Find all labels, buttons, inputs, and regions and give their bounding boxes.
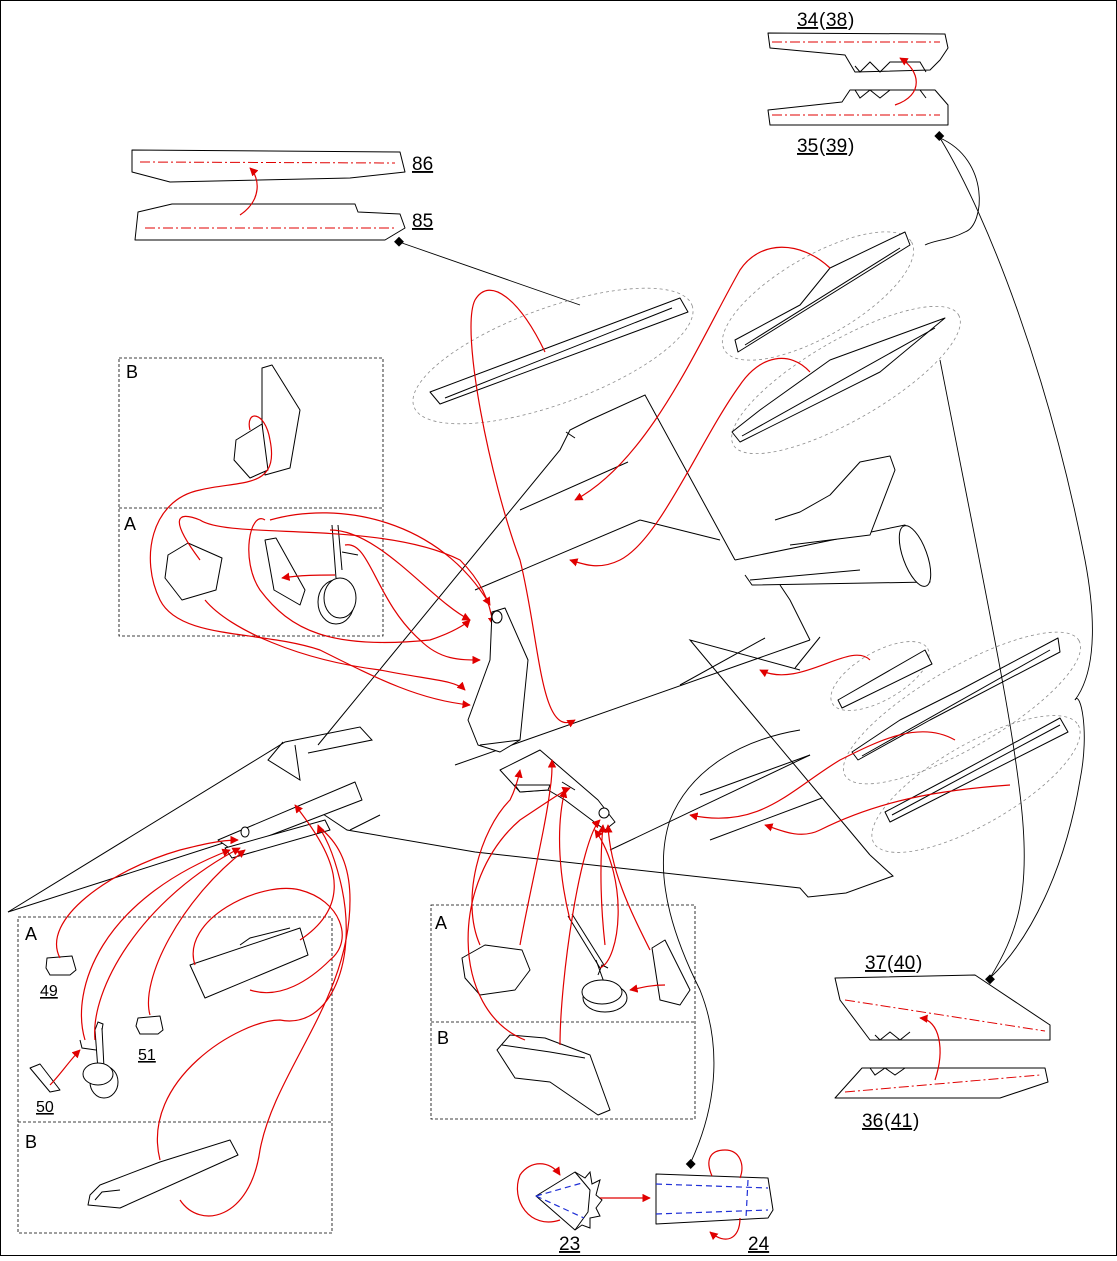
part-49 (45, 955, 77, 976)
part-34-38 (767, 32, 949, 73)
gear-bay-a (164, 524, 359, 625)
part-37-40 (834, 974, 1051, 1041)
halo-34-38 (721, 231, 915, 361)
section-upper-left-a: A (124, 514, 136, 534)
section-upper-left-b: B (126, 362, 138, 382)
leader-dot-24 (685, 1159, 696, 1169)
label-85: 85 (412, 211, 433, 232)
label-37: 37 (865, 953, 886, 974)
svg-text:): ) (848, 136, 854, 157)
part-51 (135, 1015, 164, 1035)
placed-85-86 (429, 297, 689, 405)
label-35: 35 (797, 136, 818, 157)
halo-85-86 (412, 287, 694, 425)
inset-lower-mid (430, 904, 696, 1120)
label-51: 51 (138, 1047, 156, 1064)
label-36: 36 (862, 1111, 883, 1132)
label-86: 86 (412, 154, 433, 175)
part-35-39 (767, 89, 949, 126)
part-50 (29, 1063, 61, 1093)
label-39: 39 (826, 136, 847, 157)
label-34: 34 (797, 10, 819, 31)
gear-door-b (87, 1139, 239, 1209)
placed-small-right (837, 649, 933, 709)
gear-door-large-b (496, 1034, 611, 1116)
halo-small-right (830, 641, 930, 711)
part-36-41 (834, 1067, 1049, 1099)
section-lower-mid-b: B (437, 1028, 449, 1048)
placed-main-gear (499, 749, 616, 831)
part-85 (134, 203, 406, 241)
leader-dot-85 (394, 236, 404, 247)
halo-35-39 (731, 305, 961, 455)
halo-36-41 (871, 715, 1081, 853)
part-86 (131, 149, 406, 183)
label-50: 50 (36, 1099, 54, 1116)
nose-gear-leg (79, 1021, 119, 1099)
leader-dot-37 (985, 974, 995, 985)
section-lower-mid-a: A (435, 913, 447, 933)
svg-text:): ) (913, 1111, 919, 1132)
main-gear-leg (567, 913, 628, 1013)
label-41: 41 (891, 1111, 912, 1132)
gear-door-a (189, 927, 309, 999)
gear-cover-a (461, 944, 531, 996)
svg-text:): ) (848, 10, 854, 31)
inset-lower-left (17, 916, 333, 1234)
label-24: 24 (748, 1234, 770, 1255)
gear-door-small-a (651, 939, 691, 1006)
airframe-outline (7, 394, 932, 913)
part-24 (655, 1173, 774, 1225)
label-49: 49 (40, 983, 58, 1000)
section-lower-left-b: B (25, 1132, 37, 1152)
placed-nose-gear (217, 781, 363, 859)
svg-text:): ) (916, 953, 922, 974)
svg-text:(: ( (887, 953, 894, 974)
placed-34-38 (734, 231, 911, 353)
svg-text:(: ( (884, 1111, 891, 1132)
label-23: 23 (559, 1234, 580, 1255)
wheel-bay-door-b (233, 364, 301, 479)
svg-text:(: ( (819, 10, 826, 31)
svg-text:(: ( (819, 136, 826, 157)
halo-37-40 (842, 631, 1082, 785)
placed-37-40 (851, 637, 1061, 761)
placed-35-39 (731, 317, 946, 443)
placed-gear-upper (467, 607, 529, 753)
inset-upper-left (118, 357, 384, 637)
part-23 (535, 1170, 603, 1231)
label-40: 40 (894, 953, 915, 974)
label-38: 38 (826, 10, 847, 31)
section-lower-left-a: A (25, 924, 37, 944)
